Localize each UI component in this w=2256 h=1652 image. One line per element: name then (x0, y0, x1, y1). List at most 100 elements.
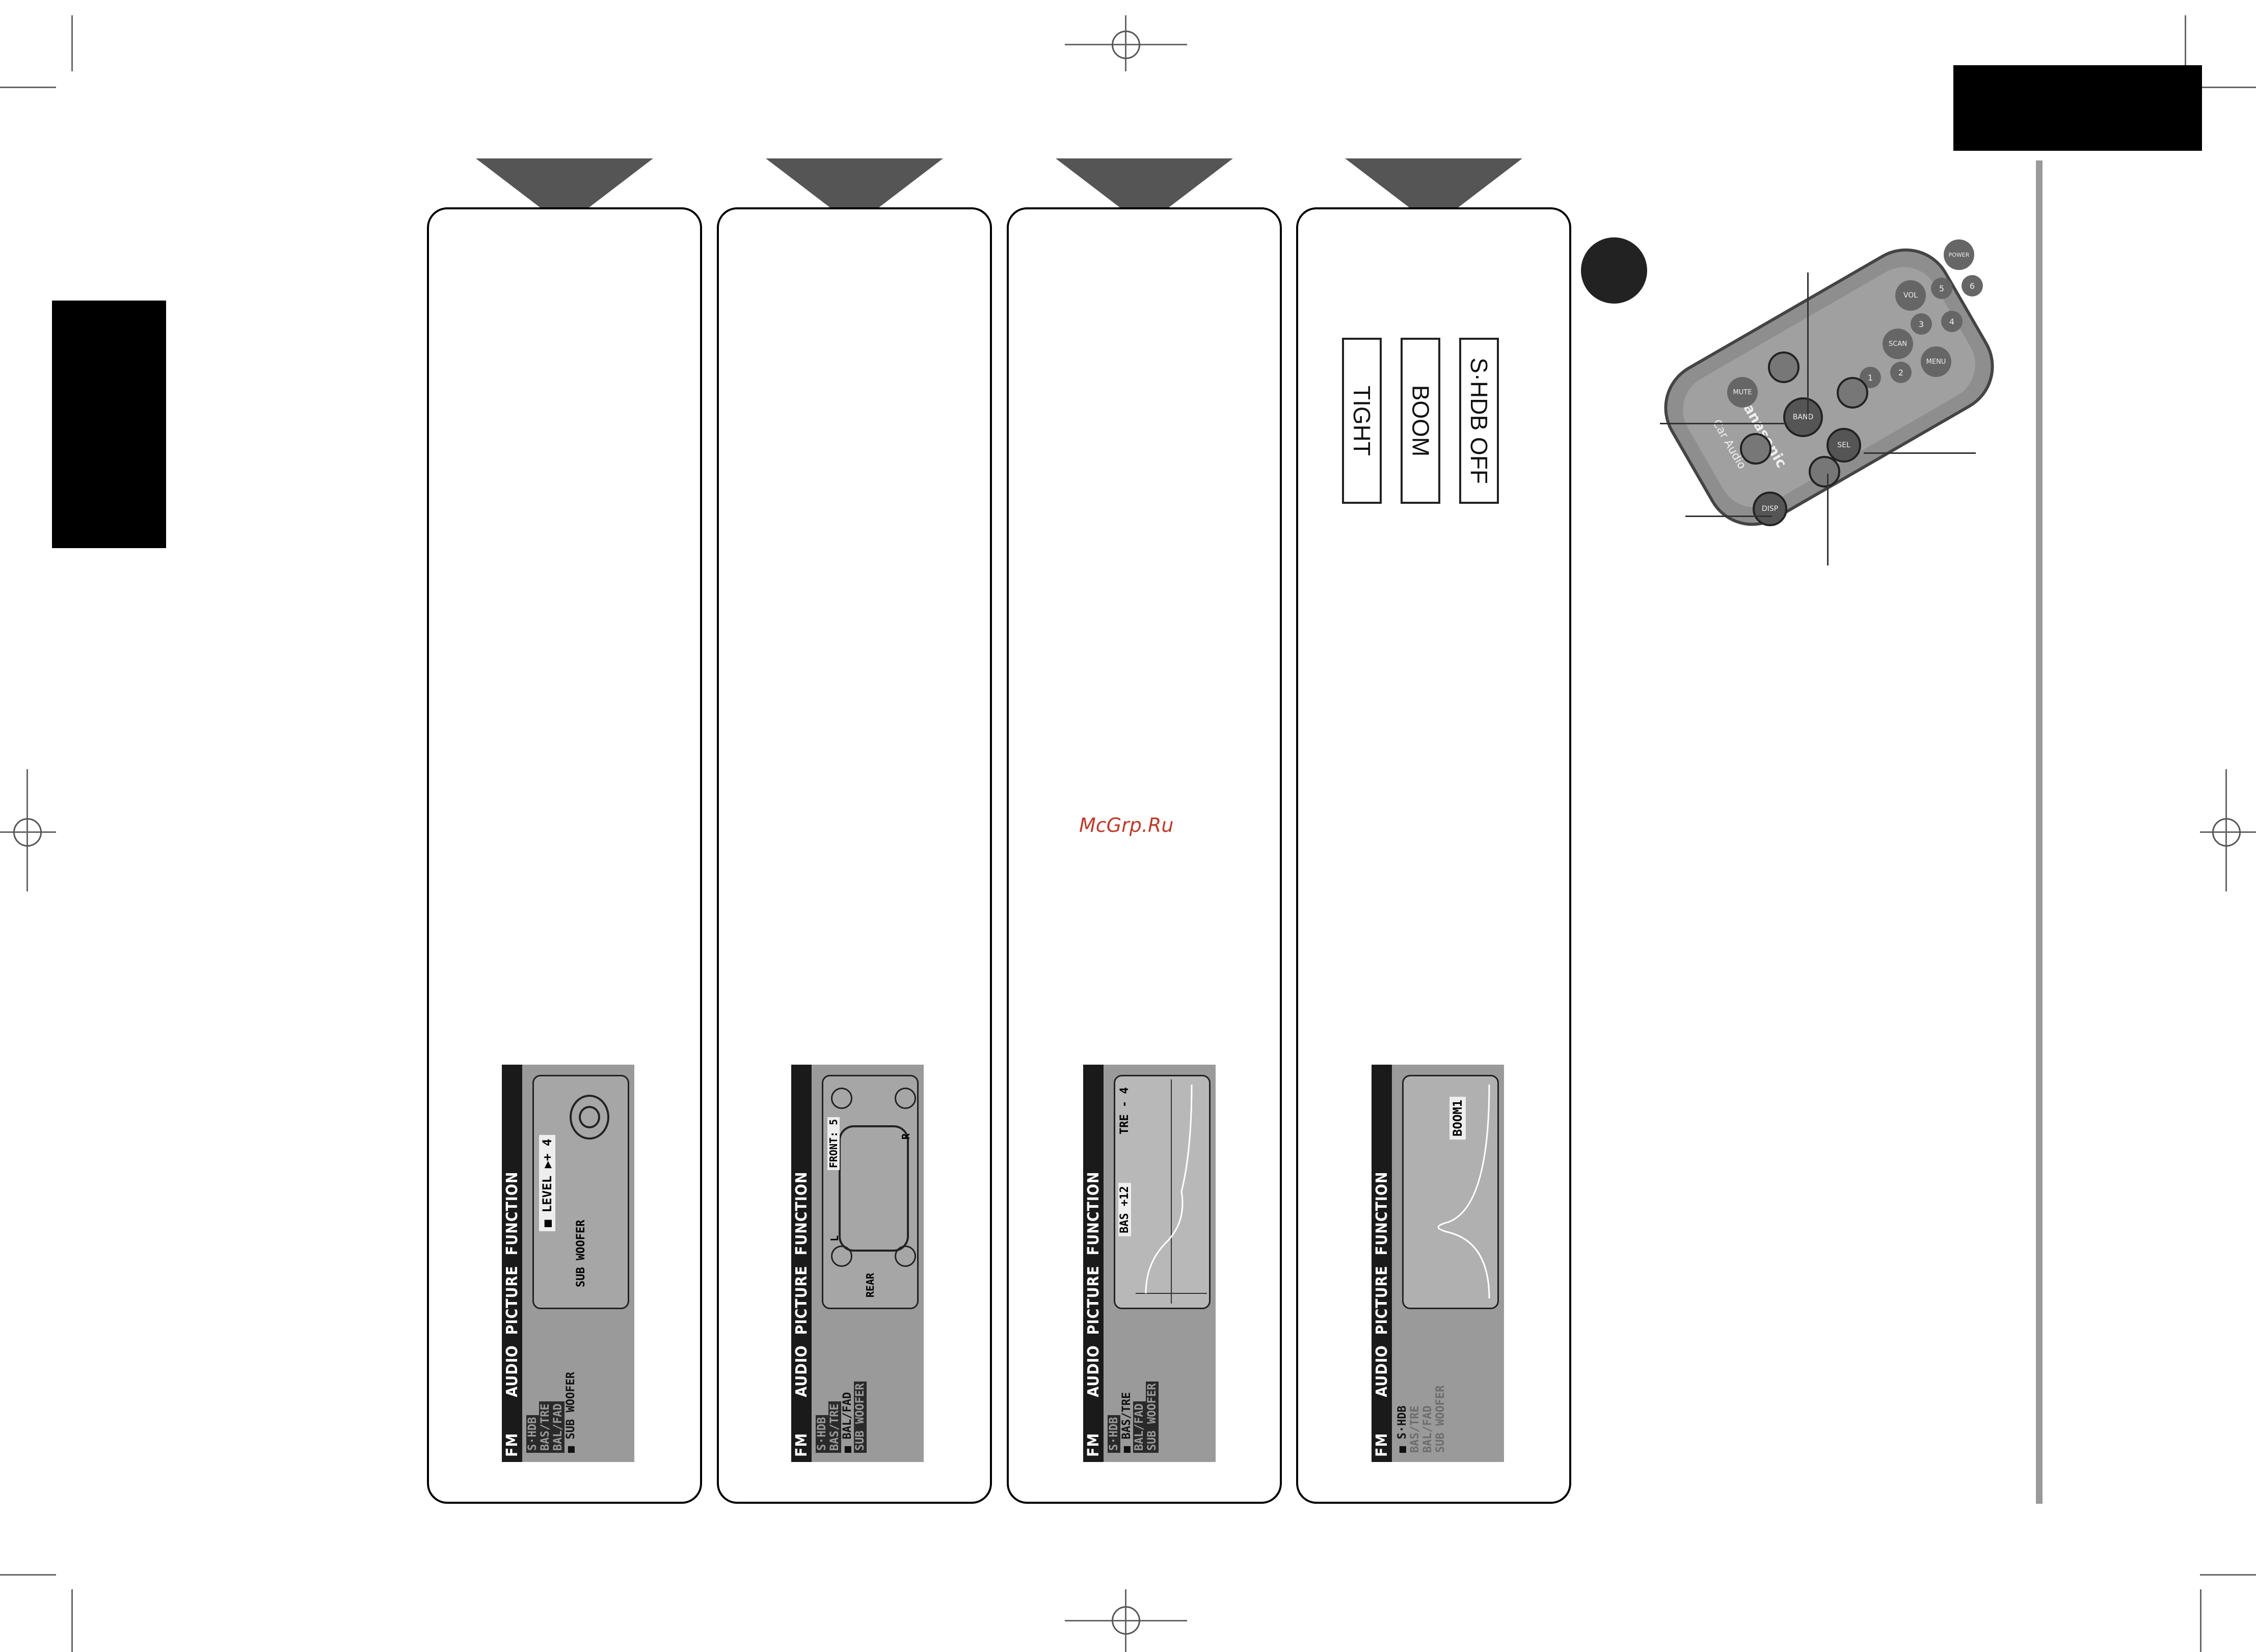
remote-button-6[interactable]: 6 (1962, 275, 1983, 296)
lcd-screen-subwoofer: FM AUDIO PICTURE FUNCTION S·HDB BAS/TRE … (502, 1065, 634, 1462)
lcd-screen-shdb: FM AUDIO PICTURE FUNCTION ■ S·HDB BAS/TR… (1372, 1065, 1504, 1462)
callout-line (1685, 516, 1772, 517)
mode-box-shdb-off: S·HDB OFF (1459, 338, 1499, 504)
menu-item-selected: BAS/TRE (1120, 1392, 1133, 1440)
remote-button-4[interactable]: 4 (1941, 311, 1963, 332)
lcd-tab-source: FM (792, 1432, 811, 1457)
remote-button-down[interactable] (1809, 456, 1840, 488)
lcd-subpanel: FRONT: 5 REAR L R (822, 1075, 919, 1309)
eq-curve (1437, 1084, 1490, 1299)
eq-curve (1136, 1079, 1207, 1304)
rear-label: REAR (864, 1272, 876, 1297)
crop-mark (0, 1574, 56, 1576)
vertical-rule (2036, 160, 2043, 1504)
step-circle (1581, 237, 1647, 304)
remote-button-up[interactable] (1768, 351, 1800, 383)
shdb-mode-readout: BOOM1 (1449, 1096, 1466, 1140)
left-label: L (828, 1235, 841, 1241)
speaker-icon (579, 1106, 600, 1128)
mode-box-boom: BOOM (1401, 338, 1440, 504)
menu-item-selected: SUB WOOFER (565, 1372, 577, 1440)
lcd-tab-function: FUNCTION (503, 1171, 521, 1256)
lcd-tab-audio: AUDIO (1084, 1345, 1103, 1397)
right-label: R (900, 1133, 912, 1140)
registration-mark (1112, 1606, 1140, 1635)
remote-button-right[interactable] (1837, 377, 1868, 409)
registration-mark (2212, 818, 2241, 847)
registration-mark (1112, 31, 1140, 59)
crop-mark (0, 87, 56, 88)
menu-item-selected: S·HDB (1396, 1405, 1409, 1440)
level-readout: ■ LEVEL ▶+ 4 (539, 1134, 555, 1231)
remote-illustration: Panasonic Car Audio POWER VOL SCAN MENU … (1646, 183, 2028, 591)
watermark: McGrp.Ru (1079, 814, 1174, 836)
remote-button-menu[interactable]: MENU (1921, 346, 1951, 377)
lcd-menu: ■ S·HDB BAS/TRE BAL/FAD SUB WOOFER (1396, 1385, 1447, 1453)
side-tab-block (52, 301, 166, 548)
lcd-tab-bar: FM AUDIO PICTURE FUNCTION (502, 1065, 522, 1462)
lcd-tab-bar: FM AUDIO PICTURE FUNCTION (791, 1065, 812, 1462)
menu-item: BAS/TRE (1409, 1405, 1421, 1453)
lcd-tab-source: FM (503, 1432, 521, 1457)
lcd-tab-source: FM (1084, 1432, 1103, 1457)
lcd-tab-source: FM (1373, 1432, 1391, 1457)
crop-mark (71, 1589, 73, 1652)
lcd-tab-function: FUNCTION (792, 1171, 811, 1256)
remote-button-vol[interactable]: VOL (1895, 280, 1926, 311)
lcd-tab-picture: PICTURE (1084, 1265, 1103, 1335)
menu-item: S·HDB (1108, 1415, 1120, 1453)
crop-mark (71, 15, 73, 71)
lcd-menu: S·HDB ■ BAS/TRE BAL/FAD SUB WOOFER (1108, 1300, 1159, 1453)
speaker-icon (895, 1245, 916, 1267)
crop-mark (2200, 1574, 2256, 1576)
menu-item: SUB WOOFER (1146, 1381, 1159, 1453)
mode-box-tight: TIGHT (1342, 338, 1382, 504)
crop-mark (2185, 15, 2186, 71)
lcd-tab-audio: AUDIO (1373, 1345, 1391, 1397)
lcd-subpanel: BOOM1 (1402, 1075, 1499, 1309)
lcd-tab-picture: PICTURE (1373, 1265, 1391, 1335)
remote-button-scan[interactable]: SCAN (1883, 329, 1913, 359)
lcd-tab-audio: AUDIO (792, 1345, 811, 1397)
lcd-tab-bar: FM AUDIO PICTURE FUNCTION (1372, 1065, 1392, 1462)
remote-button-left[interactable] (1740, 433, 1771, 465)
menu-item: SUB WOOFER (1434, 1385, 1447, 1453)
menu-item: BAS/TRE (539, 1401, 552, 1453)
callout-line (1827, 474, 1829, 565)
lcd-tab-audio: AUDIO (503, 1345, 521, 1397)
callout-line (1660, 423, 1787, 424)
menu-item: BAL/FAD (1133, 1401, 1146, 1453)
lcd-menu: S·HDB BAS/TRE ■ BAL/FAD SUB WOOFER (816, 1300, 867, 1453)
remote-button-sel[interactable]: SEL (1827, 428, 1861, 463)
step-panel-bass-treble (1007, 207, 1282, 1504)
callout-line (1807, 273, 1809, 420)
menu-item: BAL/FAD (1421, 1405, 1434, 1453)
remote-button-3[interactable]: 3 (1911, 313, 1932, 335)
speaker-icon (831, 1088, 852, 1109)
remote-button-power[interactable]: POWER (1944, 239, 1974, 270)
lcd-tab-picture: PICTURE (792, 1265, 811, 1335)
menu-item: SUB WOOFER (854, 1381, 867, 1453)
menu-item: BAL/FAD (552, 1401, 565, 1453)
lcd-tab-function: FUNCTION (1373, 1171, 1391, 1256)
remote-button-5[interactable]: 5 (1931, 278, 1952, 299)
lcd-screen-balance: FM AUDIO PICTURE FUNCTION S·HDB BAS/TRE … (791, 1065, 924, 1462)
lcd-tab-function: FUNCTION (1084, 1171, 1103, 1256)
menu-item: S·HDB (526, 1415, 539, 1453)
lcd-screen-bass-treble: FM AUDIO PICTURE FUNCTION S·HDB ■ BAS/TR… (1083, 1065, 1216, 1462)
crop-mark (2200, 1589, 2201, 1652)
car-outline (839, 1125, 909, 1252)
remote-button-2[interactable]: 2 (1890, 362, 1912, 383)
remote-button-disp[interactable]: DISP (1753, 492, 1787, 526)
lcd-tab-picture: PICTURE (503, 1265, 521, 1335)
treble-readout: TRE - 4 (1118, 1087, 1131, 1134)
lcd-tab-bar: FM AUDIO PICTURE FUNCTION (1083, 1065, 1104, 1462)
remote-button-band[interactable]: BAND (1783, 397, 1823, 437)
menu-item: BAS/TRE (828, 1401, 841, 1453)
menu-item: S·HDB (816, 1415, 828, 1453)
page-header-block (1953, 65, 2202, 151)
lcd-subpanel: BAS +12 TRE - 4 (1114, 1075, 1211, 1309)
registration-mark (13, 818, 42, 847)
subwoofer-caption: SUB WOOFER (575, 1220, 587, 1287)
remote-button-mute[interactable]: MUTE (1727, 377, 1758, 408)
